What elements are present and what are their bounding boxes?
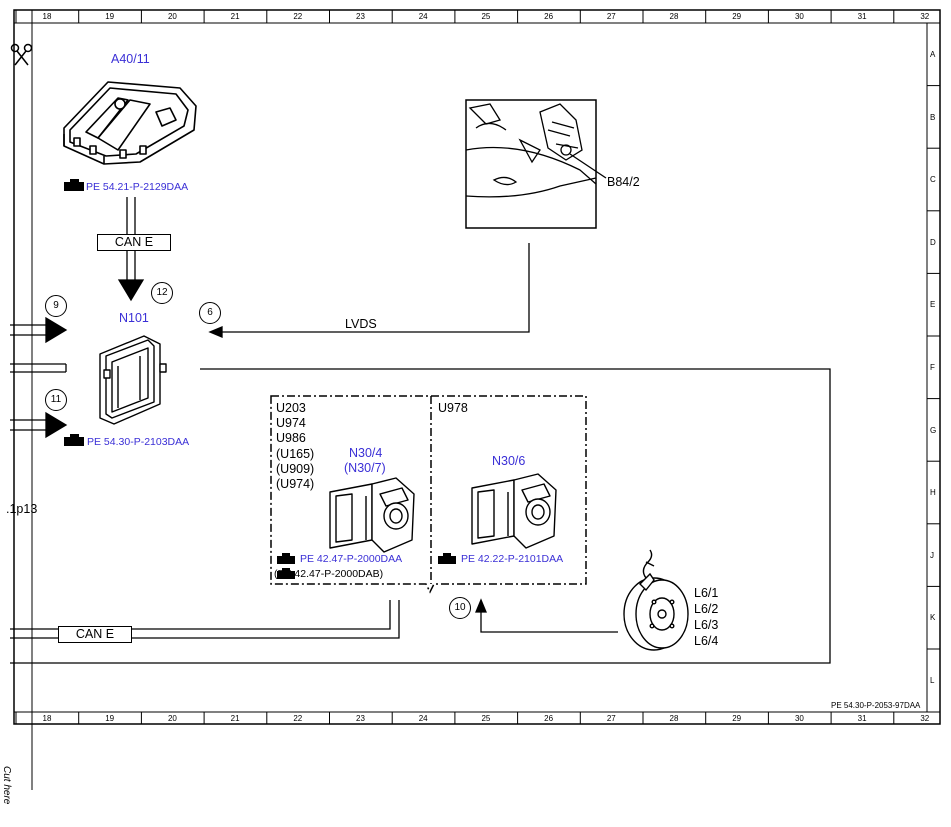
n30-7-label: (N30/7) <box>344 461 386 475</box>
l6-1-label: L6/1 <box>694 586 719 600</box>
marker-12: 12 <box>151 282 173 304</box>
column-label-bottom: 24 <box>418 714 428 723</box>
column-label-top: 18 <box>42 12 52 21</box>
hand-pointer-icon <box>438 553 456 564</box>
b84-2-camera-drawing <box>465 99 607 229</box>
doc-reference: PE 54.30-P-2053-97DAA <box>831 701 921 710</box>
n101-module-drawing <box>99 335 167 425</box>
row-label: C <box>930 175 936 185</box>
marker-11: 11 <box>45 389 67 411</box>
column-label-bottom: 27 <box>606 714 616 723</box>
code-u986: U986 <box>276 431 306 445</box>
marker-9: 9 <box>45 295 67 317</box>
row-label: A <box>930 50 936 59</box>
n101-label: N101 <box>119 311 149 325</box>
side-ref: .1p13 <box>6 502 38 516</box>
column-label-top: 21 <box>230 12 240 21</box>
row-label: K <box>930 613 936 623</box>
row-label: F <box>930 363 935 372</box>
row-label: H <box>930 488 936 498</box>
wheel-speed-sensor-drawing <box>623 549 689 651</box>
hand-pointer-icon <box>277 553 295 579</box>
can-e-bottom-box: CAN E <box>58 626 132 643</box>
frame <box>13 9 941 790</box>
lvds-line <box>208 243 530 338</box>
line-f <box>10 363 67 373</box>
column-label-bottom: 30 <box>794 714 804 723</box>
row-label: D <box>930 237 936 247</box>
row-label: E <box>930 300 936 310</box>
code-u974-alt: (U974) <box>276 477 315 491</box>
column-label-top: 20 <box>167 12 177 21</box>
n30-4-unit-drawing <box>329 477 415 553</box>
column-label-top: 29 <box>732 12 742 21</box>
lvds-label: LVDS <box>345 317 377 331</box>
column-label-top: 19 <box>105 12 115 21</box>
column-ticks <box>15 10 895 724</box>
row-label: J <box>930 550 934 560</box>
column-label-top: 27 <box>606 12 616 21</box>
n30-6-unit-drawing <box>471 473 557 549</box>
column-label-bottom: 20 <box>167 714 177 723</box>
n30-4-label: N30/4 <box>349 446 383 460</box>
code-u165: (U165) <box>276 447 315 461</box>
n30-4-ref-link[interactable]: PE 42.47-P-2000DAA <box>300 553 403 565</box>
column-label-bottom: 26 <box>544 714 554 723</box>
column-label-bottom: 28 <box>669 714 679 723</box>
can-e-top-box: CAN E <box>97 234 171 251</box>
column-label-top: 26 <box>544 12 554 21</box>
column-label-top: 31 <box>857 12 867 21</box>
row-label: G <box>930 425 937 435</box>
row-label: L <box>930 676 935 685</box>
code-u909: (U909) <box>276 462 315 476</box>
column-label-top: 30 <box>794 12 804 21</box>
hand-pointer-icon <box>64 179 84 191</box>
n30-6-label: N30/6 <box>492 454 526 468</box>
hand-pointer-icon <box>64 434 84 446</box>
column-label-bottom: 25 <box>481 714 491 723</box>
marker-10: 10 <box>449 597 471 619</box>
column-label-top: 32 <box>920 12 930 21</box>
cut-here-label: Cut here <box>1 766 12 805</box>
code-u203: U203 <box>276 401 306 415</box>
input-arrow-9 <box>10 316 68 344</box>
n30-6-ref-link[interactable]: PE 42.22-P-2101DAA <box>461 553 564 565</box>
l6-4-label: L6/4 <box>694 634 719 648</box>
a40-11-ref-link[interactable]: PE 54.21-P-2129DAA <box>86 181 189 193</box>
column-label-top: 22 <box>293 12 303 21</box>
wire-main <box>10 368 831 664</box>
l6-2-label: L6/2 <box>694 602 719 616</box>
marker-6: 6 <box>199 302 221 324</box>
column-label-bottom: 21 <box>230 714 240 723</box>
column-label-bottom: 19 <box>105 714 115 723</box>
l6-3-label: L6/3 <box>694 618 719 632</box>
column-label-top: 28 <box>669 12 679 21</box>
column-label-top: 23 <box>356 12 365 21</box>
n101-ref-link[interactable]: PE 54.30-P-2103DAA <box>87 436 190 448</box>
column-label-bottom: 18 <box>42 714 52 723</box>
code-u978: U978 <box>438 401 468 415</box>
can-line-bottom <box>10 600 400 639</box>
column-label-bottom: 23 <box>356 714 365 723</box>
column-label-bottom: 31 <box>857 714 867 723</box>
row-label: B <box>930 112 936 122</box>
column-label-bottom: 29 <box>732 714 742 723</box>
code-u974: U974 <box>276 416 306 430</box>
column-label-bottom: 22 <box>293 714 303 723</box>
n30-group-border <box>270 395 587 594</box>
row-ticks <box>927 85 940 650</box>
column-label-top: 24 <box>418 12 428 21</box>
scissors-icon <box>10 43 33 66</box>
input-arrow-11 <box>10 411 68 439</box>
l6-signal-line <box>475 598 618 633</box>
column-label-top: 25 <box>481 12 491 21</box>
a40-11-label: A40/11 <box>111 52 150 66</box>
column-label-bottom: 32 <box>920 714 930 723</box>
n30-4-ref-alt[interactable]: (PE 42.47-P-2000DAB) <box>274 568 384 580</box>
a40-11-display-drawing <box>63 81 197 165</box>
b84-2-label: B84/2 <box>607 175 640 189</box>
